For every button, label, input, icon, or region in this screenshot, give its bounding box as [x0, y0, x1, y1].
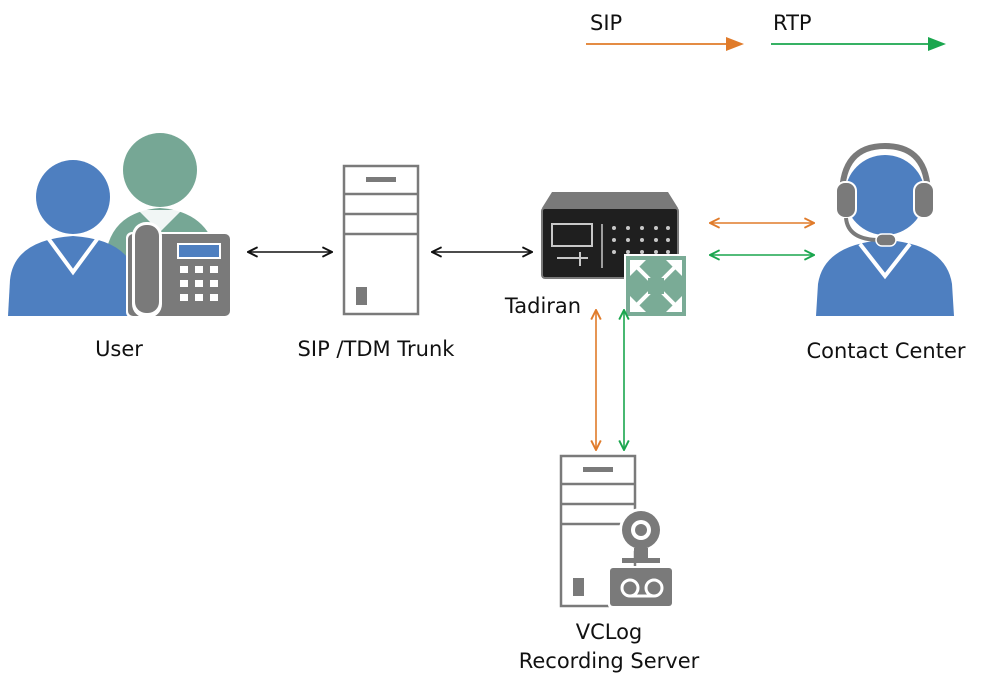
tadiran-label: Tadiran	[504, 294, 582, 318]
desk-phone-icon	[126, 222, 232, 318]
legend-sip-arrow	[586, 37, 744, 51]
tape-recorder-icon	[608, 566, 674, 608]
contact-center-agent-icon	[816, 142, 954, 316]
switch-icon	[624, 254, 688, 318]
recorder-label-line1: VCLog	[575, 620, 643, 644]
legend-rtp-label: RTP	[773, 11, 812, 35]
trunk-server-icon	[342, 164, 420, 316]
recorder-label-line2: Recording Server	[518, 649, 700, 673]
webcam-icon	[619, 508, 663, 563]
user-icon	[8, 133, 218, 316]
user-label: User	[95, 337, 143, 361]
trunk-label: SIP /TDM Trunk	[297, 337, 455, 361]
legend-rtp-arrow	[771, 37, 946, 51]
contact-center-label: Contact Center	[806, 339, 966, 363]
legend-sip-label: SIP	[590, 11, 623, 35]
